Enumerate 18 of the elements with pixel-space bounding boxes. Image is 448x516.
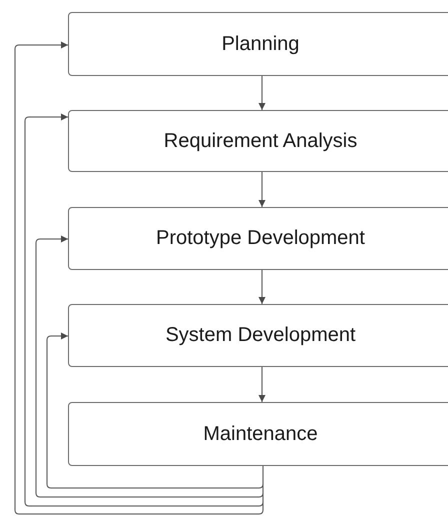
arrow (36, 236, 264, 498)
arrow (14, 42, 264, 514)
process-box (68, 207, 448, 270)
step-label: Prototype Development (156, 227, 365, 250)
step-label: Requirement Analysis (164, 130, 358, 152)
process-box (68, 402, 448, 466)
arrow (258, 76, 266, 110)
arrow (258, 366, 266, 402)
step-label: Planning (222, 32, 300, 56)
arrow (46, 332, 264, 488)
arrow (24, 114, 264, 506)
arrow (258, 270, 266, 304)
step-label: Maintenance (203, 422, 318, 446)
process-box (68, 110, 448, 172)
step-label: System Development (165, 324, 356, 347)
process-box (68, 304, 448, 367)
process-box (68, 12, 448, 76)
arrow (258, 172, 266, 208)
